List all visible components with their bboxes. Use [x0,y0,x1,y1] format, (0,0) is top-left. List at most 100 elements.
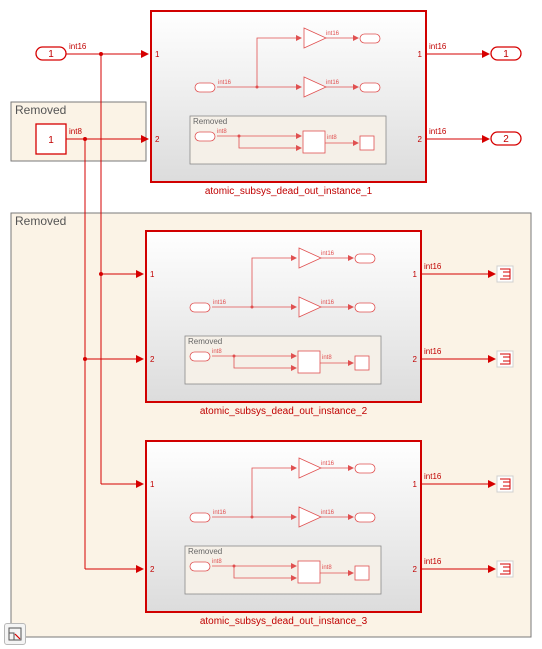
inner-signal-label: int8 [322,355,332,361]
inner-inport [189,561,211,572]
inner-display-block [354,565,370,581]
subsystem-outport-number: 1 [413,270,418,279]
inner-junction [232,354,236,358]
inner-removed-label: Removed [193,117,227,126]
inner-signal-label: int16 [326,31,340,37]
subsystem-name-label: atomic_subsys_dead_out_instance_1 [205,186,373,197]
inner-outport [354,253,376,264]
inner-gain-block [298,247,322,269]
inner-gain-block [298,506,322,528]
inner-inport [194,131,216,142]
subsystem-thumbnail [194,27,381,98]
removed-area-top [10,101,147,162]
subsystem-outport-number: 2 [418,135,423,144]
inner-wire [251,465,297,517]
inner-signal-label: int16 [326,80,340,86]
inner-signal-label: int16 [321,461,335,467]
signal-label-inst2-out1: int16 [424,262,442,271]
subsystem-inport-number: 2 [150,565,155,574]
wire-inst1-out[interactable] [426,50,490,143]
constant-block[interactable] [35,123,67,155]
wire-inst3-out[interactable] [421,480,496,573]
wire-inst2-out[interactable] [421,270,496,363]
inner-mux-block [297,560,321,584]
inport-1-label: 1 [48,49,54,60]
signal-label-in1: int16 [69,42,87,51]
signal-label-inst2-out2: int16 [424,347,442,356]
inner-junction [255,85,259,89]
subsystem-inport-number: 2 [150,355,155,364]
subsystem-outport-number: 1 [418,50,423,59]
outport-1[interactable] [490,46,522,61]
signal-label-inst1-out1: int16 [429,42,447,51]
inner-inport [189,351,211,362]
signal-label-inst1-out2: int16 [429,127,447,136]
inner-inport [189,512,211,523]
subsystem-inport-number: 1 [150,270,155,279]
inner-wire [233,356,297,371]
outport-2[interactable] [490,131,522,146]
signal-label-inst3-out1: int16 [424,472,442,481]
inner-junction [237,134,241,138]
terminator-block[interactable] [496,350,514,368]
terminator-block[interactable] [496,475,514,493]
subsystem-name-label: atomic_subsys_dead_out_instance_2 [200,406,368,417]
inner-signal-label: int8 [217,129,227,135]
removed-area-bottom-label: Removed [15,214,66,228]
inner-outport [359,33,381,44]
inner-gain-block [303,76,327,98]
inner-signal-label: int16 [321,510,335,516]
inner-signal-label: int16 [213,510,227,516]
inner-signal-label: int16 [321,300,335,306]
inner-junction [250,515,254,519]
outport-1-label: 1 [503,49,509,60]
inner-gain-block [303,27,327,49]
fit-to-view-button[interactable] [4,623,26,645]
inner-signal-label: int16 [213,300,227,306]
inner-display-block [354,355,370,371]
wire-input-1[interactable] [66,50,149,488]
inner-junction [232,564,236,568]
inner-removed-content [189,350,370,374]
wire-input-2[interactable] [66,135,149,573]
inner-removed-content [194,130,375,154]
inner-gain-block [298,457,322,479]
terminator-block[interactable] [496,265,514,283]
inner-wire [256,35,302,87]
inner-mux-block [302,130,326,154]
inner-signal-label: int8 [212,349,222,355]
subsystem-outport-number: 2 [413,355,418,364]
signal-label-inst3-out2: int16 [424,557,442,566]
inner-wire [233,566,297,581]
terminator-block[interactable] [496,560,514,578]
subsystem-name-label: atomic_subsys_dead_out_instance_3 [200,616,368,627]
subsystem-inport-number: 1 [155,50,160,59]
fit-to-view-icon [8,627,22,641]
junction-in2-a [83,137,87,141]
inner-outport [354,512,376,523]
inner-inport [189,302,211,313]
inner-gain-block [298,296,322,318]
inner-removed-content [189,560,370,584]
inner-outport [359,82,381,93]
subsystem-thumbnail [189,457,376,528]
inner-wire [251,255,297,307]
inner-inport [194,82,216,93]
constant-block-label: 1 [48,135,54,146]
inner-signal-label: int8 [327,135,337,141]
inner-removed-label: Removed [188,547,222,556]
junction-in2-b [83,357,87,361]
junction-in1-a [99,52,103,56]
inner-outport [354,302,376,313]
inner-junction [250,305,254,309]
inner-removed-label: Removed [188,337,222,346]
inner-signal-label: int16 [321,251,335,257]
inner-mux-block [297,350,321,374]
outport-2-label: 2 [503,134,509,145]
